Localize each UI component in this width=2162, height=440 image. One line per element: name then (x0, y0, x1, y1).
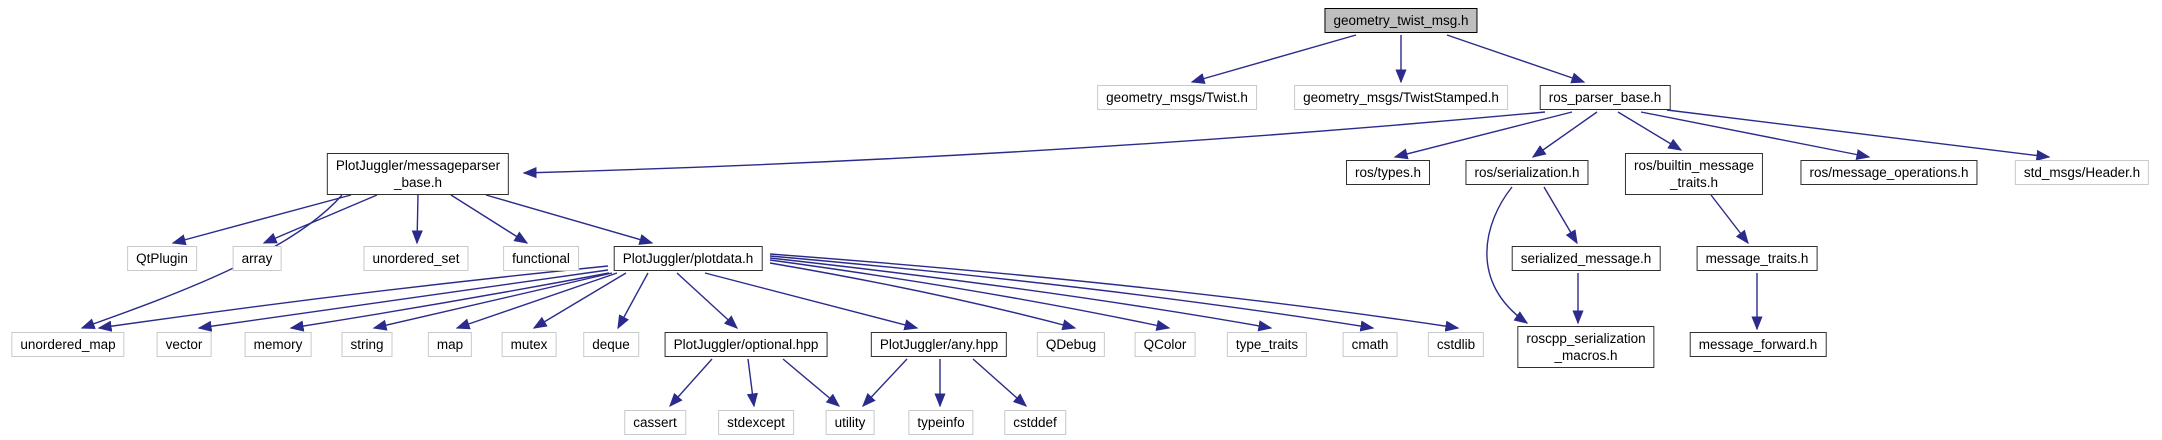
node-ros-parser-base-h[interactable]: ros_parser_base.h (1539, 85, 1671, 110)
edge-plotdata-unorderedmap (97, 265, 609, 332)
node-map: map (427, 332, 473, 357)
edge-plotdata-optional (676, 272, 739, 329)
node-cassert: cassert (624, 410, 686, 435)
node-message-forward-h[interactable]: message_forward.h (1689, 332, 1827, 357)
node-string: string (341, 332, 393, 357)
node-cstdlib: cstdlib (1427, 332, 1485, 357)
edge-rosparser-messageparser (522, 111, 1546, 179)
edge-optional-utility (782, 358, 841, 407)
edge-any-utility (862, 358, 908, 408)
edge-optional-cassert (669, 358, 713, 408)
edge-builtin-messagetraits (1710, 194, 1749, 245)
node-plotjuggler-any-hpp[interactable]: PlotJuggler/any.hpp (870, 332, 1008, 357)
node-qcolor: QColor (1134, 332, 1196, 357)
node-ros-message-operations-h[interactable]: ros/message_operations.h (1800, 160, 1978, 185)
edge-messageparser-functional (450, 194, 529, 244)
edge-plotdata-qdebug (769, 262, 1077, 331)
edge-serialization-serializedmessage (1543, 186, 1578, 245)
edge-messageparser-plotdata (485, 194, 654, 245)
node-cmath: cmath (1342, 332, 1398, 357)
node-unordered-set: unordered_set (363, 246, 469, 271)
edge-messageparser-array (262, 194, 378, 244)
edge-root-rosparser (1446, 34, 1586, 84)
node-plotjuggler-plotdata-h[interactable]: PlotJuggler/plotdata.h (613, 246, 763, 271)
node-stdexcept: stdexcept (718, 410, 794, 435)
node-plotjuggler-optional-hpp[interactable]: PlotJuggler/optional.hpp (664, 332, 828, 357)
node-utility: utility (825, 410, 875, 435)
node-functional: functional (503, 246, 579, 271)
node-ros-serialization-h[interactable]: ros/serialization.h (1465, 160, 1589, 185)
node-qtplugin: QtPlugin (127, 246, 197, 271)
edge-plotdata-any (704, 272, 919, 331)
edge-messageparser-unorderedmap (80, 194, 343, 330)
edge-plotdata-map (455, 272, 618, 330)
edge-optional-stdexcept (746, 358, 758, 408)
edge-plotdata-vector (197, 269, 609, 332)
node-plotjuggler-messageparser-base-h[interactable]: PlotJuggler/messageparser _base.h (326, 153, 510, 195)
edge-rosparser-builtin (1617, 111, 1683, 151)
edge-rosparser-header (1666, 109, 2051, 162)
node-unordered-map: unordered_map (11, 332, 125, 357)
node-message-traits-h[interactable]: message_traits.h (1696, 246, 1818, 271)
node-ros-types-h[interactable]: ros/types.h (1345, 160, 1431, 185)
node-vector: vector (156, 332, 212, 357)
edge-plotdata-memory (289, 272, 610, 332)
node-serialized-message-h[interactable]: serialized_message.h (1511, 246, 1661, 271)
edge-plotdata-mutex (532, 272, 627, 329)
node-array: array (232, 246, 282, 271)
edge-plotdata-cmath (769, 255, 1375, 332)
node-std-msgs-header-h: std_msgs/Header.h (2014, 160, 2150, 185)
edge-messageparser-unorderedset (411, 194, 423, 245)
edge-any-cstddef (972, 358, 1028, 407)
edge-rosparser-messageops (1640, 111, 1871, 161)
node-roscpp-serialization-macros-h[interactable]: roscpp_serialization _macros.h (1517, 326, 1655, 368)
node-ros-builtin-message-traits-h[interactable]: ros/builtin_message _traits.h (1624, 153, 1764, 195)
node-mutex: mutex (501, 332, 557, 357)
node-type-traits: type_traits (1226, 332, 1308, 357)
edge-rosparser-serialization (1531, 111, 1598, 158)
edge-plotdata-string (372, 272, 613, 331)
edge-root-twist (1190, 34, 1357, 84)
edge-plotdata-typetraits (769, 257, 1273, 332)
node-typeinfo: typeinfo (908, 410, 974, 435)
edge-rosparser-types (1393, 111, 1573, 160)
node-geometry-msgs-twist-h: geometry_msgs/Twist.h (1097, 85, 1257, 110)
node-memory: memory (244, 332, 312, 357)
edge-plotdata-deque (617, 272, 649, 330)
node-qdebug: QDebug (1036, 332, 1106, 357)
node-geometry-twist-msg-h: geometry_twist_msg.h (1324, 8, 1478, 33)
node-geometry-msgs-twiststamped-h: geometry_msgs/TwistStamped.h (1294, 85, 1508, 110)
edge-serialization-roscppmacros (1486, 186, 1529, 324)
edge-messageparser-qtplugin (171, 194, 352, 246)
node-cstddef: cstddef (1004, 410, 1066, 435)
edge-plotdata-qcolor (769, 259, 1171, 331)
node-deque: deque (583, 332, 639, 357)
edge-plotdata-cstdlib (769, 253, 1460, 332)
